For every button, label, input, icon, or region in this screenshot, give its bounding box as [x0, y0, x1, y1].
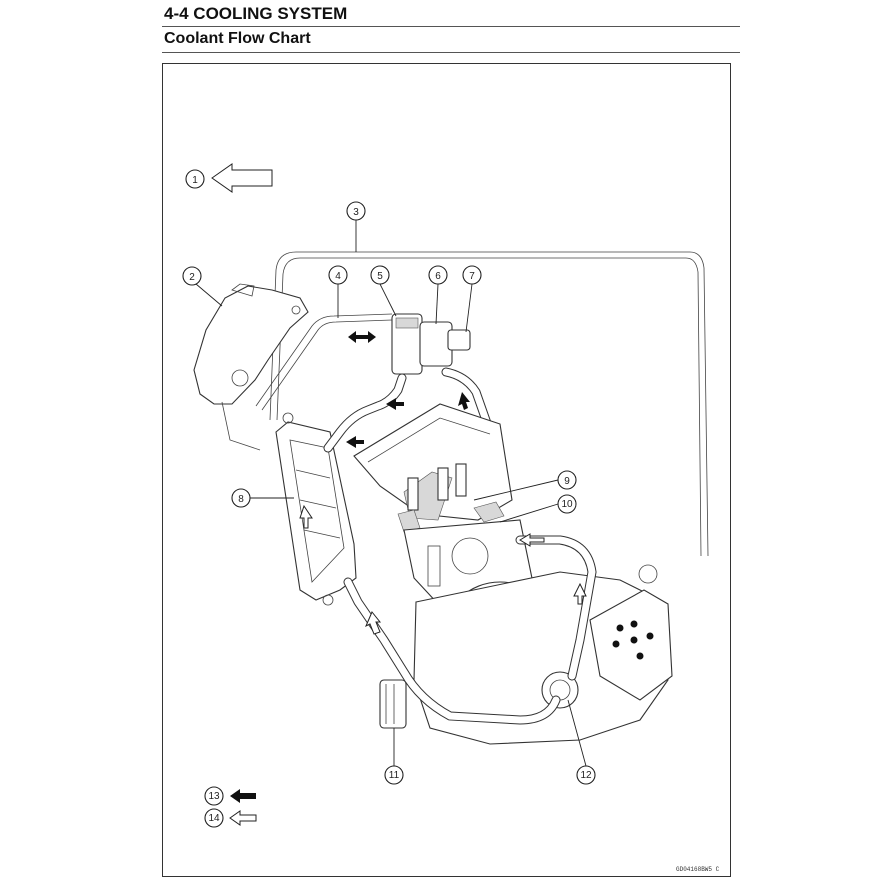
- return-pipe-inner: [276, 257, 702, 557]
- flow-arrow-dark: [458, 392, 470, 410]
- flow-arrow-hollow: [573, 582, 587, 605]
- section-title: 4-4 COOLING SYSTEM: [164, 4, 348, 23]
- callout-7: 7: [462, 265, 482, 285]
- svg-text:7: 7: [469, 271, 475, 282]
- legend-arrow-dark: [230, 789, 256, 803]
- callout-13: 13: [204, 786, 224, 806]
- svg-text:8: 8: [238, 494, 244, 505]
- svg-text:9: 9: [564, 476, 570, 487]
- callout-8: 8: [231, 488, 251, 508]
- callout-10: 10: [557, 494, 577, 514]
- callout-1: 1: [185, 169, 205, 189]
- callout-14: 14: [204, 808, 224, 828]
- svg-text:2: 2: [189, 272, 195, 283]
- radiator: [275, 421, 357, 601]
- svg-text:6: 6: [435, 271, 441, 282]
- callout-11: 11: [384, 765, 404, 785]
- sub-title-rule: [162, 52, 740, 53]
- sub-title: Coolant Flow Chart: [164, 30, 311, 47]
- legend-arrow-hollow: [229, 810, 257, 826]
- flow-arrow-dark: [386, 398, 404, 410]
- flow-arrow-hollow: [299, 504, 313, 529]
- svg-text:4: 4: [335, 271, 341, 282]
- svg-text:12: 12: [580, 770, 592, 781]
- svg-text:14: 14: [208, 813, 220, 824]
- svg-text:11: 11: [389, 770, 400, 781]
- reserve-tank: [193, 285, 309, 405]
- water-pump: [541, 671, 579, 709]
- callout-5: 5: [370, 265, 390, 285]
- flow-arrow-hollow: [519, 533, 545, 547]
- flow-arrow-hollow: [365, 611, 382, 635]
- callout-6: 6: [428, 265, 448, 285]
- oil-filter: [379, 679, 407, 729]
- flow-arrow-dark: [348, 331, 376, 343]
- callout-4: 4: [328, 265, 348, 285]
- svg-text:3: 3: [353, 207, 359, 218]
- flow-arrow-dark: [346, 436, 364, 448]
- svg-text:13: 13: [208, 791, 220, 802]
- figure-code: GD04168BW5 C: [676, 866, 720, 873]
- svg-text:5: 5: [377, 271, 383, 282]
- return-pipe: [269, 251, 709, 557]
- reserve-hose: [261, 319, 393, 411]
- sprocket-cover: [589, 589, 673, 701]
- callout-2: 2: [182, 266, 202, 286]
- header-rule: [162, 26, 740, 27]
- callout-9: 9: [557, 470, 577, 490]
- svg-text:10: 10: [561, 499, 573, 510]
- legend-flow-arrow-hollow: [211, 163, 273, 193]
- svg-text:1: 1: [192, 175, 198, 186]
- diagram-frame: [162, 63, 731, 877]
- callout-12: 12: [576, 765, 596, 785]
- callout-3: 3: [346, 201, 366, 221]
